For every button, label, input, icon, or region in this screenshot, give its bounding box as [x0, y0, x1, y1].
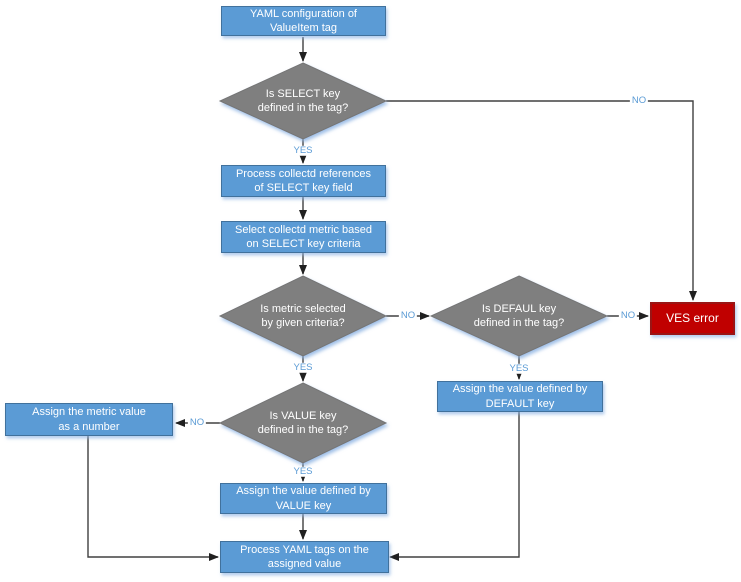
edge-label-select-key-no: NO: [629, 94, 649, 107]
edge-label-value-key-yes: YES: [291, 465, 315, 478]
edge-label-select-key-yes: YES: [291, 144, 315, 157]
decision-value-key-shape: [218, 382, 388, 464]
node-assign-value: Assign the value defined by VALUE key: [220, 483, 387, 514]
connector-assign-metric-to-process-yaml: [87, 436, 219, 561]
connector-assign-default-to-process-yaml: [389, 412, 520, 561]
decision-metric-selected-shape: [218, 275, 388, 357]
node-process-yaml: Process YAML tags on the assigned value: [220, 541, 389, 573]
edge-label-value-key-no: NO: [187, 416, 207, 429]
node-assign-metric: Assign the metric value as a number: [5, 403, 173, 436]
edge-label-default-key-no: NO: [618, 309, 638, 322]
connector-select-key-no-to-ves: [386, 100, 697, 301]
node-yaml-config: YAML configuration of ValueItem tag: [221, 6, 386, 36]
edge-label-default-key-yes: YES: [507, 362, 531, 375]
decision-select-key-shape: [218, 62, 388, 140]
edge-label-metric-selected-no: NO: [398, 309, 418, 322]
edge-label-metric-selected-yes: YES: [291, 361, 315, 374]
connector-layer: [87, 37, 697, 561]
decision-layer: [218, 62, 609, 464]
decision-default-key-shape: [429, 275, 609, 357]
node-select-metric: Select collectd metric based on SELECT k…: [221, 221, 386, 253]
node-ves-error: VES error: [650, 302, 735, 335]
node-process-references: Process collectd references of SELECT ke…: [221, 165, 386, 197]
node-assign-default: Assign the value defined by DEFAULT key: [437, 381, 603, 412]
